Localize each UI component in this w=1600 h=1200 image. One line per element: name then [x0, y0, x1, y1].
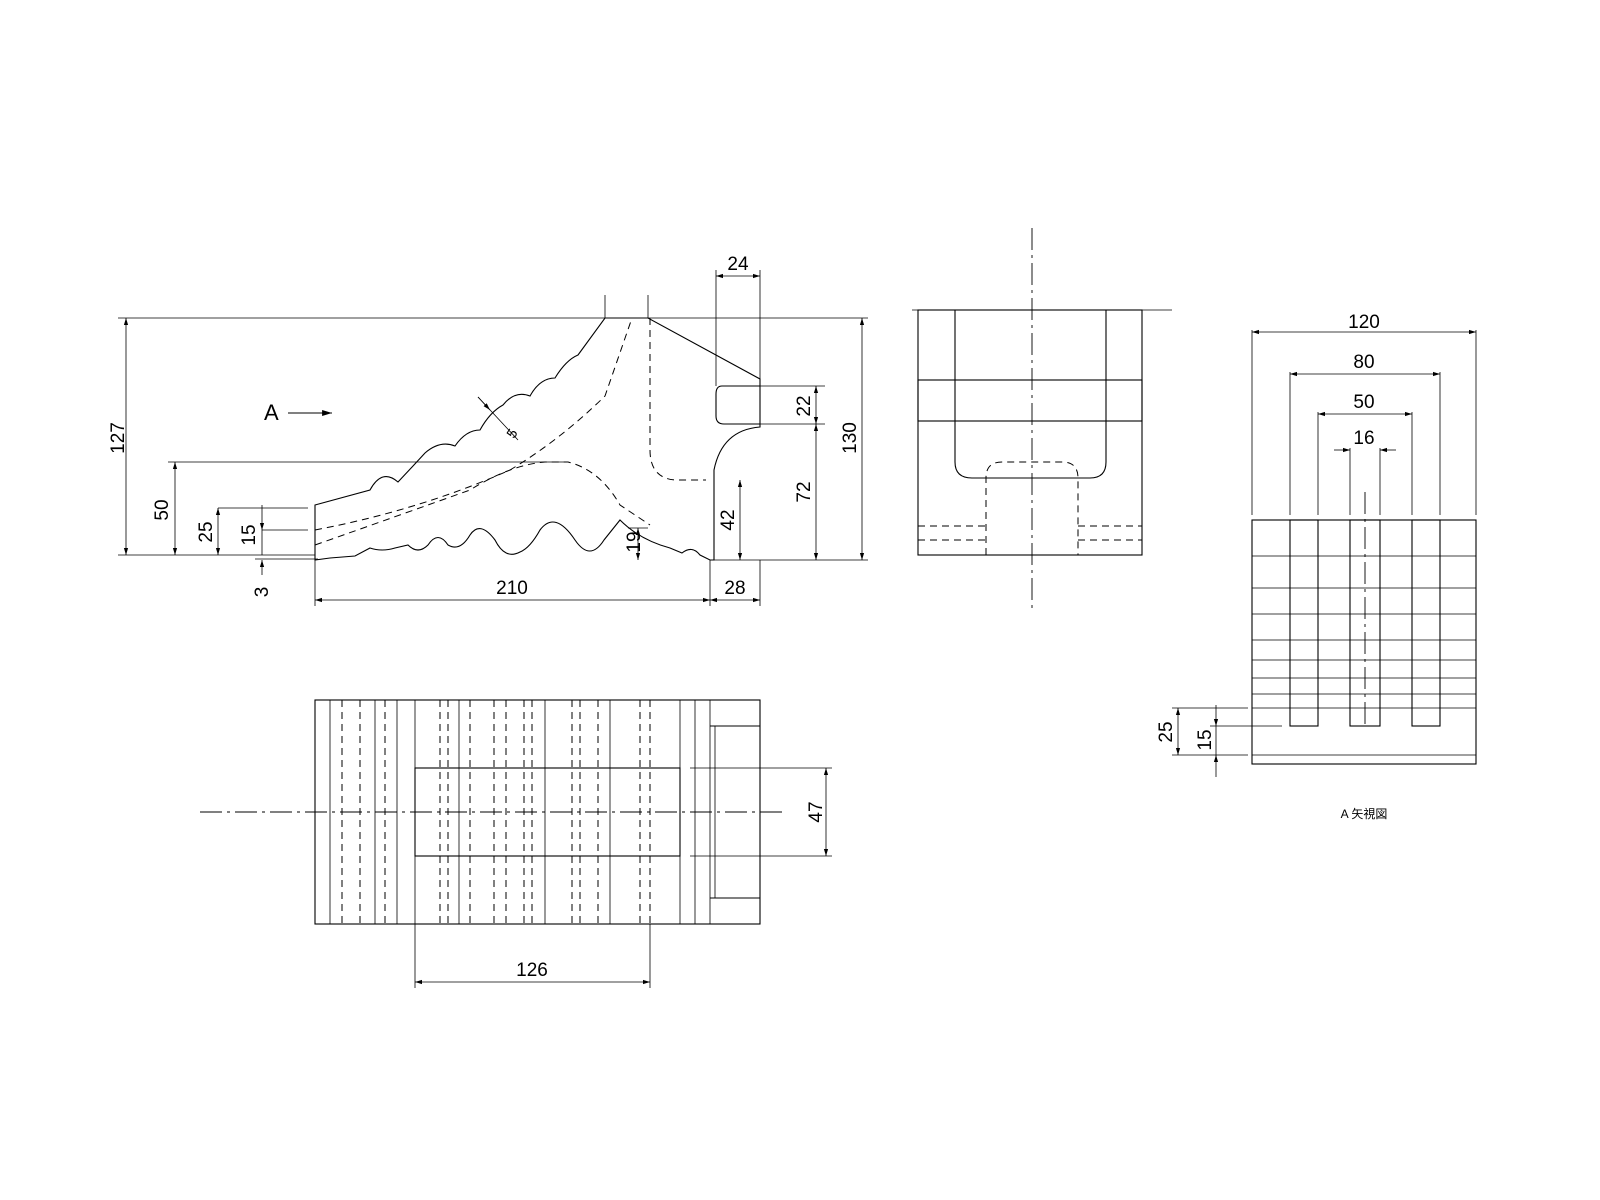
side-view-hidden-top [314, 317, 633, 531]
dim-72: 72 [794, 481, 815, 502]
side-view-outline [314, 317, 761, 561]
dim-15-a: 15 [1195, 729, 1216, 750]
front-view-bar [917, 379, 1143, 422]
front-view [912, 228, 1172, 612]
view-a-caption: A 矢視図 [1341, 806, 1388, 821]
view-a: 120 80 50 16 25 15 A 矢視図 [1156, 312, 1477, 821]
dim-42: 42 [718, 509, 739, 530]
view-a-outline [1251, 519, 1477, 765]
dim-80: 80 [1353, 352, 1374, 373]
dim-3: 3 [252, 587, 273, 598]
view-a-slot-right [1411, 519, 1441, 727]
side-view-notch [715, 385, 760, 425]
side-view-hidden-right [649, 318, 706, 481]
dim-130: 130 [840, 422, 861, 454]
dim-126: 126 [516, 960, 548, 981]
bottom-view: 47 126 [200, 699, 832, 988]
dim-16: 16 [1353, 428, 1374, 449]
dim-50: 50 [152, 499, 173, 520]
dim-15: 15 [239, 524, 260, 545]
front-view-slot [954, 310, 1107, 479]
dim-47: 47 [806, 801, 827, 822]
dim-24: 24 [727, 254, 749, 275]
dim-25-a: 25 [1156, 721, 1177, 742]
dim-5: 5 [503, 426, 521, 441]
side-view-hidden-mid [314, 461, 651, 546]
view-a-slot-left [1289, 519, 1319, 727]
view-mark-a: A [264, 400, 279, 425]
front-view-outline [917, 309, 1143, 556]
dim-120: 120 [1348, 312, 1380, 333]
dim-19: 19 [624, 531, 645, 552]
dim-25: 25 [196, 521, 217, 542]
dim-50-a: 50 [1353, 392, 1374, 413]
dim-28: 28 [724, 578, 745, 599]
dim-22: 22 [794, 395, 815, 416]
dim-210: 210 [496, 578, 528, 599]
side-view: 127 50 25 15 3 A 5 19 42 72 [108, 254, 868, 606]
dim-127: 127 [108, 422, 129, 454]
